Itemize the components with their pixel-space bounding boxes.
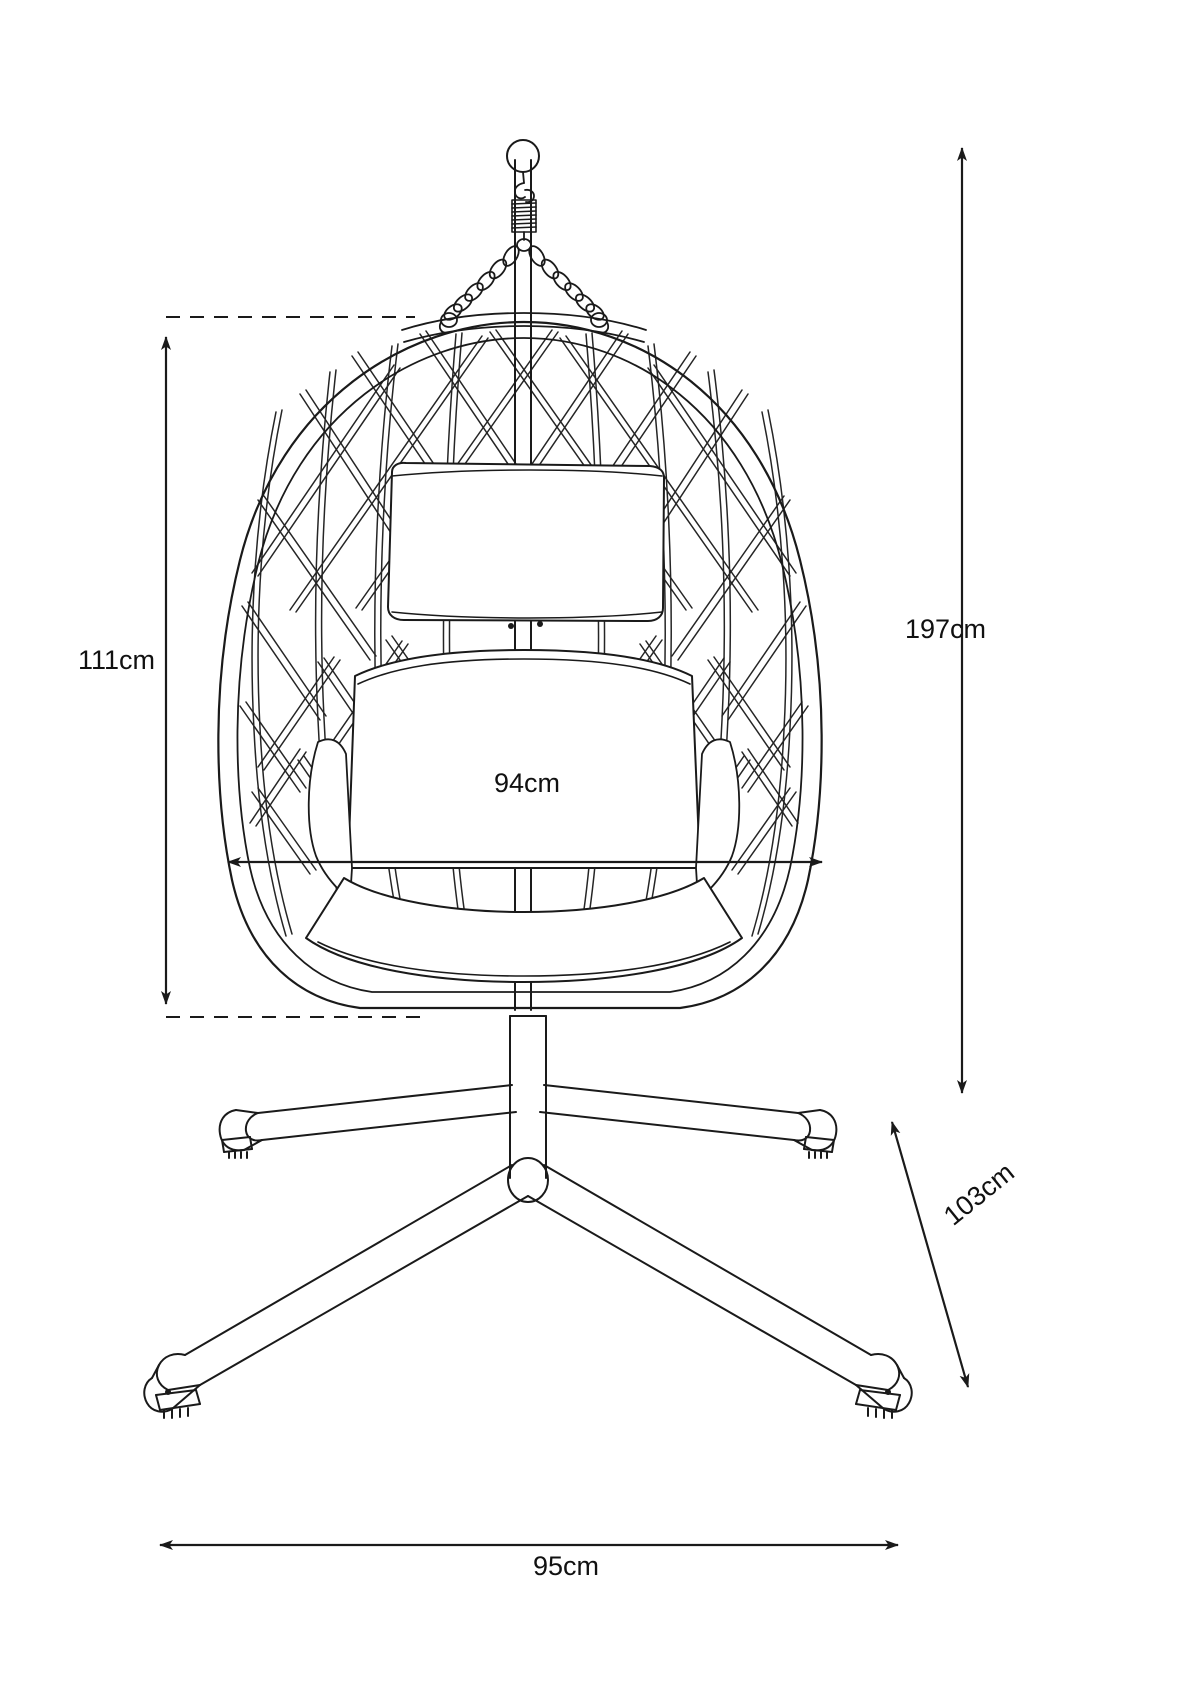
dimension-label-chair-height: 111cm (78, 645, 156, 675)
dimension-label-overall-height: 197cm (905, 614, 987, 644)
stand-vertical-column (509, 1015, 547, 1179)
dimension-label-base-width: 95cm (533, 1551, 600, 1581)
stand-leg-rear-left (218, 1084, 517, 1159)
arm-cushion-right (695, 738, 741, 901)
headrest-pillow (387, 461, 665, 622)
dimension-line-103 (890, 1121, 970, 1388)
seat-cushion (305, 877, 743, 983)
ball-finial-icon (506, 139, 540, 173)
frame-rivets (508, 621, 543, 629)
stand-leg-front-right (527, 1164, 913, 1419)
back-cushion (347, 649, 701, 869)
headrest-pillow-seam (391, 469, 663, 619)
pole-to-base-joint (509, 1007, 547, 1017)
arm-cushion-left (307, 738, 353, 901)
back-cushion-top-seam (357, 658, 691, 685)
dimension-label-chair-width: 94cm (494, 768, 561, 798)
stand-leg-rear-right (539, 1084, 838, 1159)
stand-column-cap (507, 1157, 549, 1203)
seat-cushion-front-seam (317, 941, 731, 977)
egg-frame-inner (236, 337, 804, 993)
suspension-chain-left (443, 245, 520, 321)
suspension-chain-right (528, 245, 605, 321)
stand-leg-front-left (143, 1164, 529, 1419)
top-hoop-rim (401, 312, 647, 343)
